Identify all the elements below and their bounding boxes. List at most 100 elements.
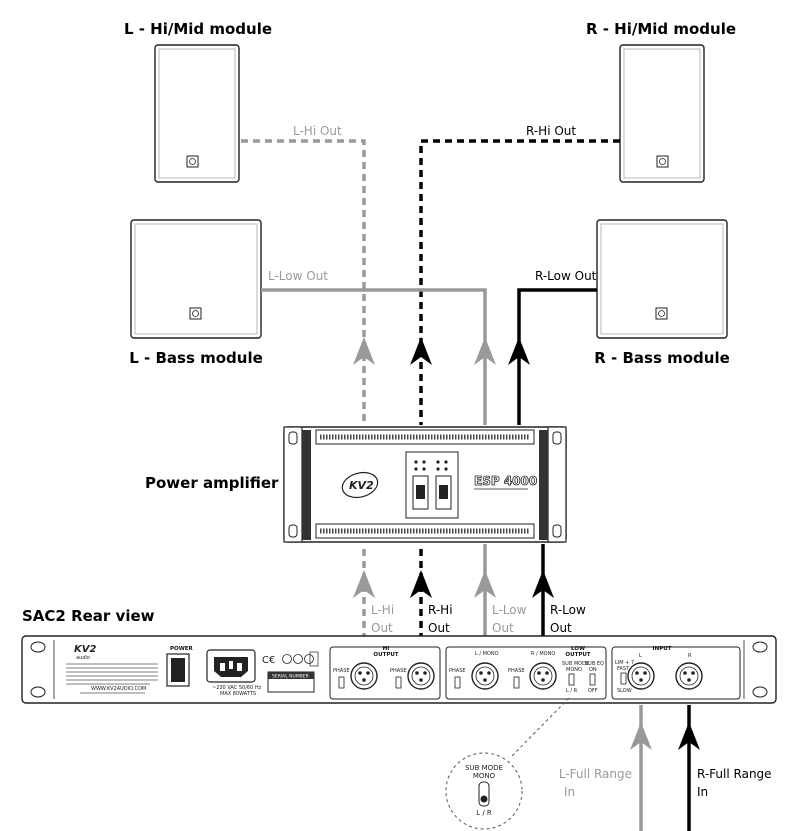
label-sac-r-hi-2: Out bbox=[428, 621, 450, 635]
arrow-r-low-up bbox=[508, 337, 530, 365]
serial-label: SERIAL NUMBER bbox=[272, 674, 309, 680]
arrow-sac-l-hi bbox=[353, 570, 375, 598]
label-sac-r-low: R-Low bbox=[550, 603, 586, 617]
xlr-input-l[interactable] bbox=[627, 662, 655, 690]
low-output-label-2: OUTPUT bbox=[565, 652, 590, 658]
label-sac-r-hi: R-Hi bbox=[428, 603, 453, 617]
iec-power-inlet[interactable] bbox=[206, 649, 256, 683]
r-hi-mid-title: R - Hi/Mid module bbox=[586, 20, 736, 38]
xlr-low-out-l[interactable] bbox=[471, 662, 499, 690]
low-output-label: LOW bbox=[571, 646, 585, 652]
cable-l-hi-out bbox=[241, 139, 366, 425]
sub-mode-lr-label: L / R bbox=[566, 688, 578, 694]
sub-eq-on-label: ON bbox=[589, 667, 597, 673]
input-r-label: R bbox=[688, 653, 692, 659]
low-phase-l-label: PHASE bbox=[449, 668, 466, 674]
r-mono-label: R / MONO bbox=[531, 651, 555, 657]
input-label: INPUT bbox=[653, 646, 672, 652]
r-bass-speaker bbox=[596, 219, 728, 339]
arrow-l-hi-up bbox=[353, 337, 375, 365]
label-r-hi-out: R-Hi Out bbox=[526, 124, 576, 138]
lim-switch[interactable] bbox=[620, 672, 627, 685]
label-sac-l-low: L-Low bbox=[492, 603, 527, 617]
r-hi-mid-speaker bbox=[619, 44, 705, 183]
label-sac-l-low-2: Out bbox=[492, 621, 514, 635]
low-phase-r-switch[interactable] bbox=[513, 676, 520, 689]
arrow-r-full-in bbox=[678, 722, 700, 750]
arrow-sac-r-low bbox=[532, 570, 554, 598]
panel-fine-print bbox=[66, 663, 158, 694]
l-bass-title: L - Bass module bbox=[129, 349, 263, 367]
certification-marks-icon: C€ bbox=[262, 651, 319, 667]
panel-kv2-logo: KV2 audio bbox=[74, 644, 96, 661]
panel-brand: KV2 bbox=[74, 644, 96, 655]
l-hi-mid-title: L - Hi/Mid module bbox=[124, 20, 272, 38]
fast-label: FAST bbox=[617, 666, 630, 672]
sub-eq-off-label: OFF bbox=[588, 688, 598, 694]
callout-leader bbox=[509, 697, 570, 759]
label-sac-l-hi: L-Hi bbox=[371, 603, 394, 617]
xlr-hi-out-l[interactable] bbox=[350, 662, 378, 690]
sac2-title: SAC2 Rear view bbox=[22, 607, 155, 625]
panel-website: WWW.KV2AUDIO.COM bbox=[91, 686, 146, 692]
l-mono-label: L / MONO bbox=[475, 651, 499, 657]
label-l-hi-out: L-Hi Out bbox=[293, 124, 342, 138]
sub-eq-label: SUB EQ bbox=[585, 661, 604, 667]
label-r-low-out: R-Low Out bbox=[535, 269, 597, 283]
cable-r-hi-out bbox=[419, 139, 620, 425]
low-output-section: LOW OUTPUT L / MONO R / MONO PHASE PHASE… bbox=[445, 646, 607, 700]
label-sac-l-hi-2: Out bbox=[371, 621, 393, 635]
amp-model: ESP 4000 bbox=[474, 474, 537, 488]
arrow-sac-l-low bbox=[474, 570, 496, 598]
arrow-l-full-in bbox=[630, 722, 652, 750]
hi-phase-l-label: PHASE bbox=[333, 668, 350, 674]
slow-label: SLOW bbox=[617, 688, 632, 694]
hi-output-label-2: OUTPUT bbox=[373, 652, 398, 658]
sub-mode-callout: SUB MODE MONO L / R bbox=[445, 752, 523, 830]
callout-sub-mode: SUB MODE bbox=[465, 764, 503, 772]
r-bass-title: R - Bass module bbox=[594, 349, 730, 367]
arrow-sac-r-hi bbox=[410, 570, 432, 598]
voltage-label: ~230 VAC 50/60 Hz bbox=[212, 685, 262, 691]
hi-phase-r-switch[interactable] bbox=[395, 676, 402, 689]
power-label: POWER bbox=[170, 646, 194, 652]
callout-mono: MONO bbox=[473, 772, 496, 780]
hi-phase-l-switch[interactable] bbox=[338, 676, 345, 689]
sub-eq-switch[interactable] bbox=[589, 673, 596, 686]
hi-phase-r-label: PHASE bbox=[390, 668, 407, 674]
input-l-label: L bbox=[639, 653, 642, 659]
arrow-r-hi-up bbox=[410, 337, 432, 365]
sub-mode-switch[interactable] bbox=[568, 673, 575, 686]
label-r-full-range: R-Full Range bbox=[697, 767, 772, 781]
label-l-full-range-2: In bbox=[564, 785, 575, 799]
label-r-full-range-2: In bbox=[697, 785, 708, 799]
sac2-rear-panel: KV2 audio WWW.KV2AUDIO.COM POWER ~230 VA… bbox=[21, 635, 777, 704]
label-l-full-range: L-Full Range bbox=[559, 767, 632, 781]
sub-mode-mono-label: MONO bbox=[566, 667, 582, 673]
low-phase-l-switch[interactable] bbox=[454, 676, 461, 689]
callout-lr: L / R bbox=[476, 809, 492, 817]
arrow-l-low-up bbox=[474, 337, 496, 365]
hi-output-section: HI OUTPUT PHASE PHASE bbox=[329, 646, 441, 700]
l-bass-speaker bbox=[130, 219, 262, 339]
l-hi-mid-speaker bbox=[154, 44, 240, 183]
amp-kv2-logo: KV2 bbox=[341, 471, 379, 499]
cable-r-low-out bbox=[517, 288, 597, 425]
svg-text:C€: C€ bbox=[262, 655, 275, 666]
hi-output-label: HI bbox=[383, 646, 390, 652]
label-sac-r-low-2: Out bbox=[550, 621, 572, 635]
amp-brand: KV2 bbox=[349, 479, 374, 492]
xlr-low-out-r[interactable] bbox=[529, 662, 557, 690]
low-phase-r-label: PHASE bbox=[508, 668, 525, 674]
xlr-hi-out-r[interactable] bbox=[407, 662, 435, 690]
power-amplifier: KV2 ESP 4000 bbox=[283, 426, 567, 543]
max-watts-label: MAX 80WATTS bbox=[220, 691, 256, 697]
cable-l-low-out bbox=[261, 288, 487, 425]
power-amp-title: Power amplifier bbox=[145, 474, 279, 492]
panel-brand-sub: audio bbox=[76, 655, 90, 661]
xlr-input-r[interactable] bbox=[675, 662, 703, 690]
label-l-low-out: L-Low Out bbox=[268, 269, 328, 283]
input-section: INPUT L R LIM + 7 FAST SLOW bbox=[611, 646, 741, 700]
sub-mode-label: SUB MODE bbox=[562, 661, 589, 667]
